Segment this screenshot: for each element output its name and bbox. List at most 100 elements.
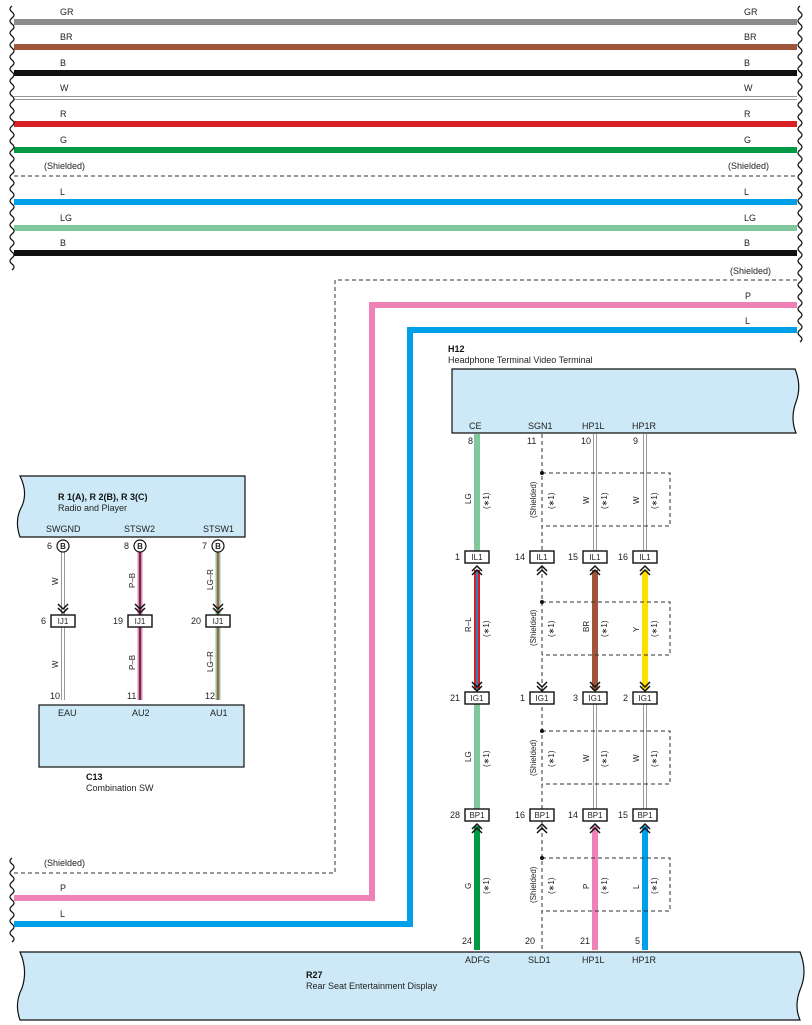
display-pin-name: HP1L bbox=[582, 955, 605, 965]
radio-subtitle: Radio and Player bbox=[58, 503, 127, 513]
connector-chevron bbox=[589, 681, 601, 689]
right-wire-label: W bbox=[582, 754, 591, 762]
connector-label: IJ1 bbox=[213, 617, 224, 626]
radio-pin-name: SWGND bbox=[46, 524, 81, 534]
top-wire-left-label: R bbox=[60, 109, 67, 119]
radio-pin-name: STSW2 bbox=[124, 524, 155, 534]
top-wire-right-label: B bbox=[744, 238, 750, 248]
note-marker: (∗1) bbox=[600, 620, 609, 637]
connector-chevron bbox=[212, 603, 224, 611]
top-wire-left-label: B bbox=[60, 58, 66, 68]
connector-chevron bbox=[639, 822, 651, 830]
connector-chevron bbox=[471, 564, 483, 572]
connector-label: IL1 bbox=[639, 553, 651, 562]
connector-chevron bbox=[536, 564, 548, 572]
junction-connector bbox=[632, 808, 658, 822]
combo-title: C13 bbox=[86, 772, 103, 782]
right-wire-label: P bbox=[582, 884, 591, 889]
headphone-pin-num: 9 bbox=[633, 436, 638, 446]
note-marker: (∗1) bbox=[600, 877, 609, 894]
connector-label: BP1 bbox=[637, 811, 653, 820]
headphone-component: H12 Headphone Terminal Video Terminal CE… bbox=[448, 344, 800, 446]
wire-break-mark bbox=[797, 5, 803, 343]
top-wire-left-label: B bbox=[60, 238, 66, 248]
right-wire-label: L bbox=[632, 884, 641, 889]
left-wire-label: LG–R bbox=[206, 569, 215, 590]
junction-connector bbox=[464, 550, 490, 564]
connector-chevron bbox=[536, 822, 548, 830]
connector-chevron bbox=[212, 607, 224, 615]
connector-chevron bbox=[471, 568, 483, 576]
connector-chevron bbox=[639, 826, 651, 834]
radio-pin-num: 7 bbox=[202, 541, 207, 551]
display-pin-num: 20 bbox=[525, 936, 535, 946]
left-wire-label: LG–R bbox=[206, 651, 215, 672]
junction-connector bbox=[205, 614, 231, 628]
top-wire-left-label: GR bbox=[60, 7, 74, 17]
junction-connector bbox=[582, 691, 608, 705]
connector-chevron bbox=[57, 607, 69, 615]
headphone-subtitle: Headphone Terminal Video Terminal bbox=[448, 355, 593, 365]
connector-chevron bbox=[134, 607, 146, 615]
left-wire-label: P–B bbox=[128, 573, 137, 588]
top-wire-left-label: BR bbox=[60, 32, 73, 42]
connector-chevron bbox=[589, 564, 601, 572]
connector-chevron bbox=[589, 822, 601, 830]
top-wire-right-label: GR bbox=[744, 7, 758, 17]
left-wire-label: W bbox=[51, 577, 60, 585]
right-branch-wires bbox=[474, 434, 648, 950]
headphone-pin-num: 11 bbox=[527, 436, 536, 446]
left-wire-label: P–B bbox=[128, 655, 137, 670]
display-pin-name: SLD1 bbox=[528, 955, 551, 965]
connector-pin-num: 15 bbox=[568, 552, 578, 562]
connector-label: IL1 bbox=[536, 553, 548, 562]
connector-chevron bbox=[639, 685, 651, 693]
left-l-label: L bbox=[60, 909, 65, 919]
connector-label: IG1 bbox=[639, 694, 652, 703]
display-subtitle: Rear Seat Entertainment Display bbox=[306, 981, 438, 991]
display-component: R27 Rear Seat Entertainment Display ADFG… bbox=[16, 936, 805, 1021]
connector-pin-num: 14 bbox=[568, 810, 578, 820]
junction-connector bbox=[529, 691, 555, 705]
right-wire-label: (Shielded) bbox=[529, 609, 538, 646]
radio-pin-name: STSW1 bbox=[203, 524, 234, 534]
junction-connector bbox=[127, 614, 153, 628]
connector-pin-num: 16 bbox=[515, 810, 525, 820]
connector-chevron bbox=[536, 685, 548, 693]
note-marker: (∗1) bbox=[650, 877, 659, 894]
connector-label: IL1 bbox=[589, 553, 601, 562]
note-marker: (∗1) bbox=[650, 492, 659, 509]
junction-connector bbox=[464, 808, 490, 822]
display-pin-num: 24 bbox=[462, 936, 472, 946]
terminal-letter: B bbox=[137, 542, 143, 551]
connector-pin-num: 21 bbox=[450, 693, 460, 703]
top-wire-left-label: W bbox=[60, 83, 69, 93]
connector-pin-num: 1 bbox=[520, 693, 525, 703]
connector-chevron bbox=[639, 564, 651, 572]
connector-chevron bbox=[589, 685, 601, 693]
connector-chevron bbox=[471, 685, 483, 693]
connector-label: IL1 bbox=[471, 553, 483, 562]
connector-pin-num: 19 bbox=[113, 616, 123, 626]
note-marker: (∗1) bbox=[600, 492, 609, 509]
note-marker: (∗1) bbox=[482, 492, 491, 509]
right-wire-label: LG bbox=[464, 751, 473, 762]
top-wire-right-label: W bbox=[744, 83, 753, 93]
note-marker: (∗1) bbox=[547, 877, 556, 894]
connector-label: IG1 bbox=[471, 694, 484, 703]
left-shielded-label: (Shielded) bbox=[44, 858, 85, 868]
right-shielded-label: (Shielded) bbox=[730, 266, 771, 276]
junction-connector bbox=[582, 550, 608, 564]
right-wire-label: W bbox=[582, 496, 591, 504]
terminal-letter: B bbox=[215, 542, 221, 551]
right-wire-label: W bbox=[632, 496, 641, 504]
connector-pin-num: 6 bbox=[41, 616, 46, 626]
connector-chevron bbox=[536, 681, 548, 689]
combo-switch-component: EAU AU2 AU1 10 11 12 C13 Combination SW bbox=[38, 691, 245, 793]
note-marker: (∗1) bbox=[650, 750, 659, 767]
junction-connector bbox=[632, 550, 658, 564]
wire-break-mark bbox=[9, 5, 15, 271]
